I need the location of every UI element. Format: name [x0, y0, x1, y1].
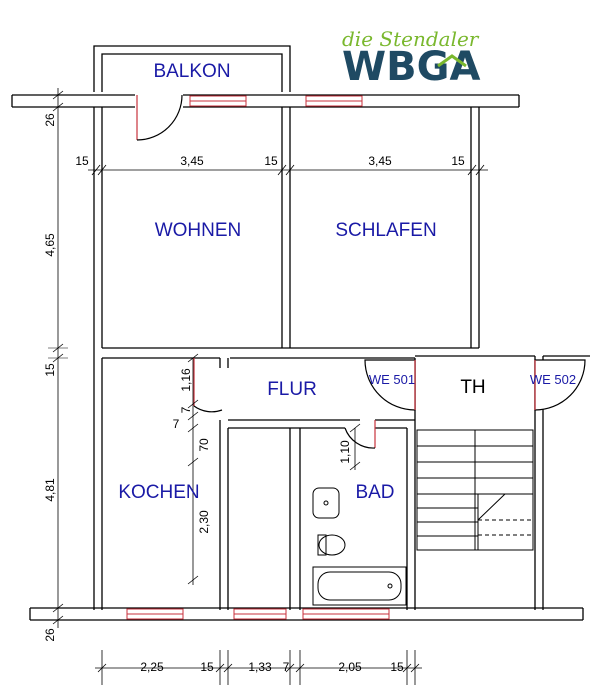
dim-bath-110: 1,10 [338, 440, 352, 464]
dim-top-wall-right: 15 [451, 154, 465, 168]
dimension-labels: 15 3,45 15 3,45 15 26 4,65 15 4,81 26 1,… [43, 113, 465, 674]
dim-bottom-205: 2,05 [338, 660, 362, 674]
dim-top-wall-left: 15 [75, 154, 89, 168]
dim-door-7b: 7 [173, 417, 180, 431]
unit-label-we501: WE 501 [369, 372, 415, 387]
dim-schlafen-width: 3,45 [368, 154, 392, 168]
walls [11, 45, 590, 621]
dim-wohnen-width: 3,45 [180, 154, 204, 168]
dim-left-481: 4,81 [43, 478, 57, 502]
balcony-wall-outer [93, 45, 291, 92]
dim-middle-wall: 15 [264, 154, 278, 168]
dim-door-7a: 7 [179, 406, 193, 413]
toilet-icon [318, 534, 346, 556]
dim-bottom-7: 7 [283, 660, 290, 674]
dimension-lines [48, 88, 488, 685]
dim-left-26-bottom: 26 [43, 628, 57, 642]
dim-door-70: 70 [197, 438, 211, 452]
room-label-bad: BAD [355, 482, 394, 503]
dim-door-116: 1,16 [179, 368, 193, 392]
bathtub-icon [312, 566, 407, 606]
dim-left-26-top: 26 [43, 113, 57, 127]
room-labels: BALKON WOHNEN SCHLAFEN FLUR KOCHEN BAD T… [118, 61, 576, 503]
dim-left-465: 4,65 [43, 233, 57, 257]
dim-bottom-225: 2,25 [140, 660, 164, 674]
room-label-th: TH [460, 377, 485, 398]
dim-bottom-15b: 15 [390, 660, 404, 674]
balcony-wall-inner [101, 53, 283, 92]
dim-left-15: 15 [43, 363, 57, 377]
logo-roof-icon [437, 54, 467, 68]
windows [126, 95, 390, 620]
dim-bottom-133: 1,33 [248, 660, 272, 674]
logo-main-text: WBGA [342, 44, 480, 90]
room-label-kochen: KOCHEN [118, 482, 199, 503]
room-label-flur: FLUR [267, 379, 317, 400]
sink-icon [312, 487, 340, 519]
room-label-wohnen: WOHNEN [155, 220, 242, 241]
room-label-schlafen: SCHLAFEN [335, 220, 436, 241]
bath-fixtures [312, 487, 407, 606]
dim-kitchen-230: 2,30 [197, 510, 211, 534]
unit-label-we502: WE 502 [530, 372, 576, 387]
staircase [416, 429, 534, 551]
dim-bottom-15a: 15 [200, 660, 214, 674]
room-label-balkon: BALKON [153, 61, 230, 82]
logo-script-text: die Stendaler [342, 27, 480, 51]
doors [136, 94, 586, 449]
company-logo: die Stendaler WBGA [342, 27, 480, 90]
